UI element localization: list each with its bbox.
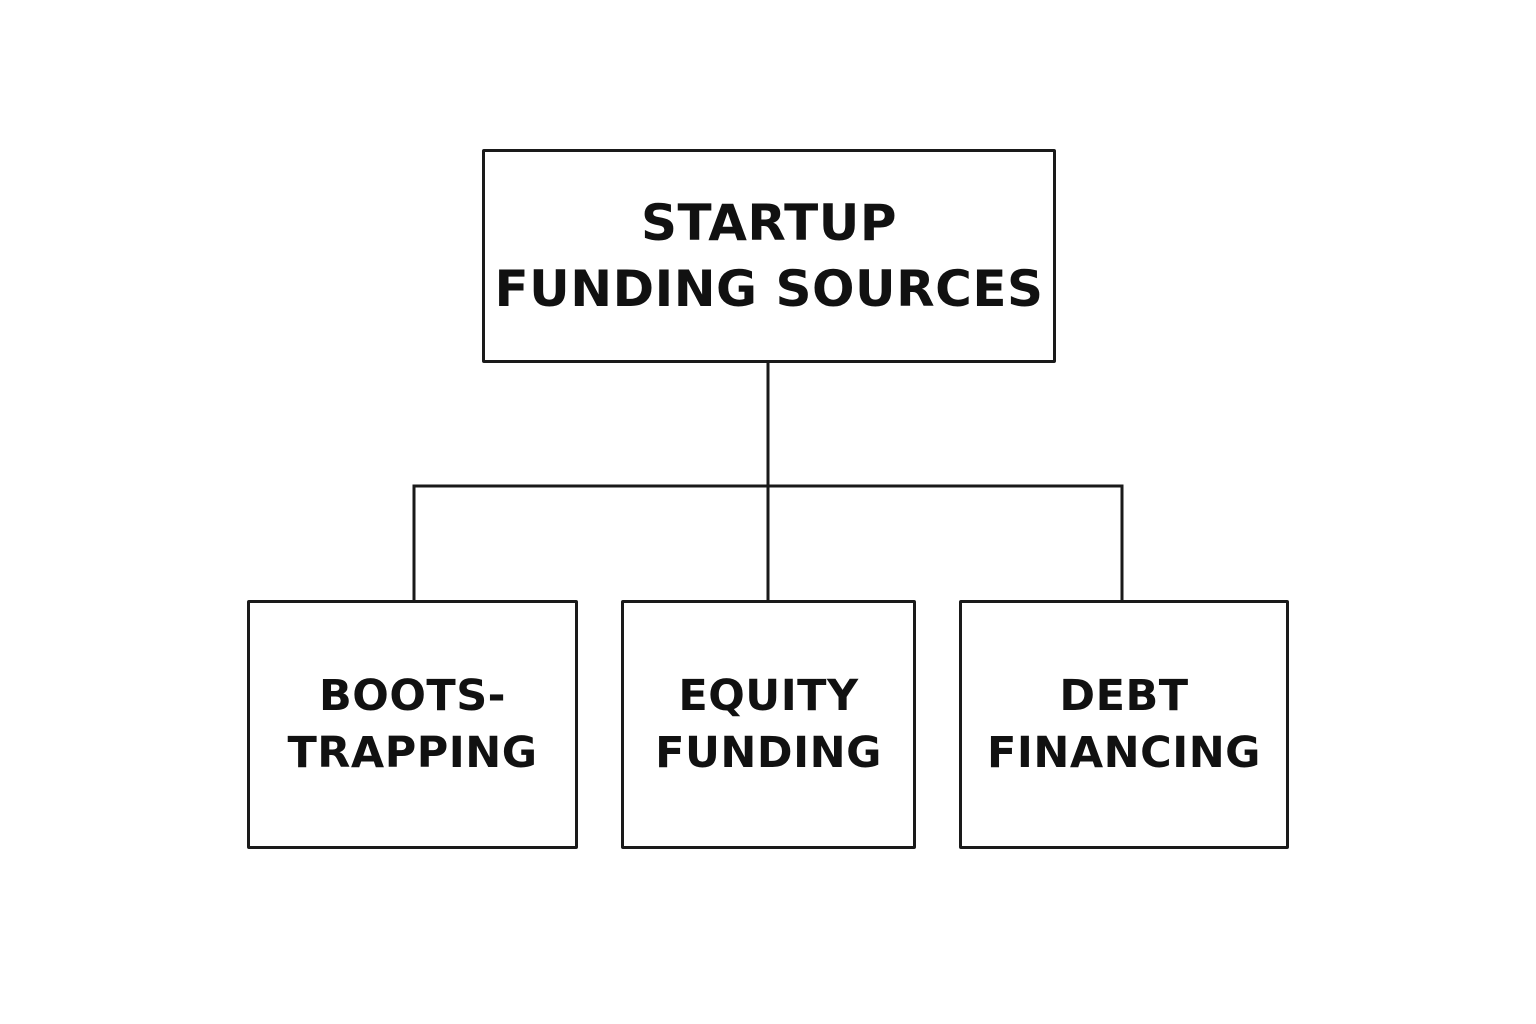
root-node-line-1: STARTUP (640, 194, 898, 252)
child-node-debt-financing: DEBT FINANCING (959, 600, 1289, 849)
child-node-equity-funding-line-1: EQUITY (678, 670, 859, 721)
child-node-debt-financing-line-1: DEBT (1059, 670, 1189, 721)
child-node-debt-financing-line-2: FINANCING (987, 727, 1261, 778)
root-node-line-2: FUNDING SOURCES (494, 260, 1044, 318)
child-node-bootstrapping-line-2: TRAPPING (287, 727, 538, 778)
child-node-bootstrapping-line-1: BOOTS- (318, 670, 507, 721)
child-node-equity-funding-line-2: FUNDING (655, 727, 882, 778)
root-node-startup-funding-sources: STARTUP FUNDING SOURCES (482, 149, 1056, 363)
child-node-bootstrapping: BOOTS- TRAPPING (247, 600, 578, 849)
child-node-equity-funding: EQUITY FUNDING (621, 600, 916, 849)
